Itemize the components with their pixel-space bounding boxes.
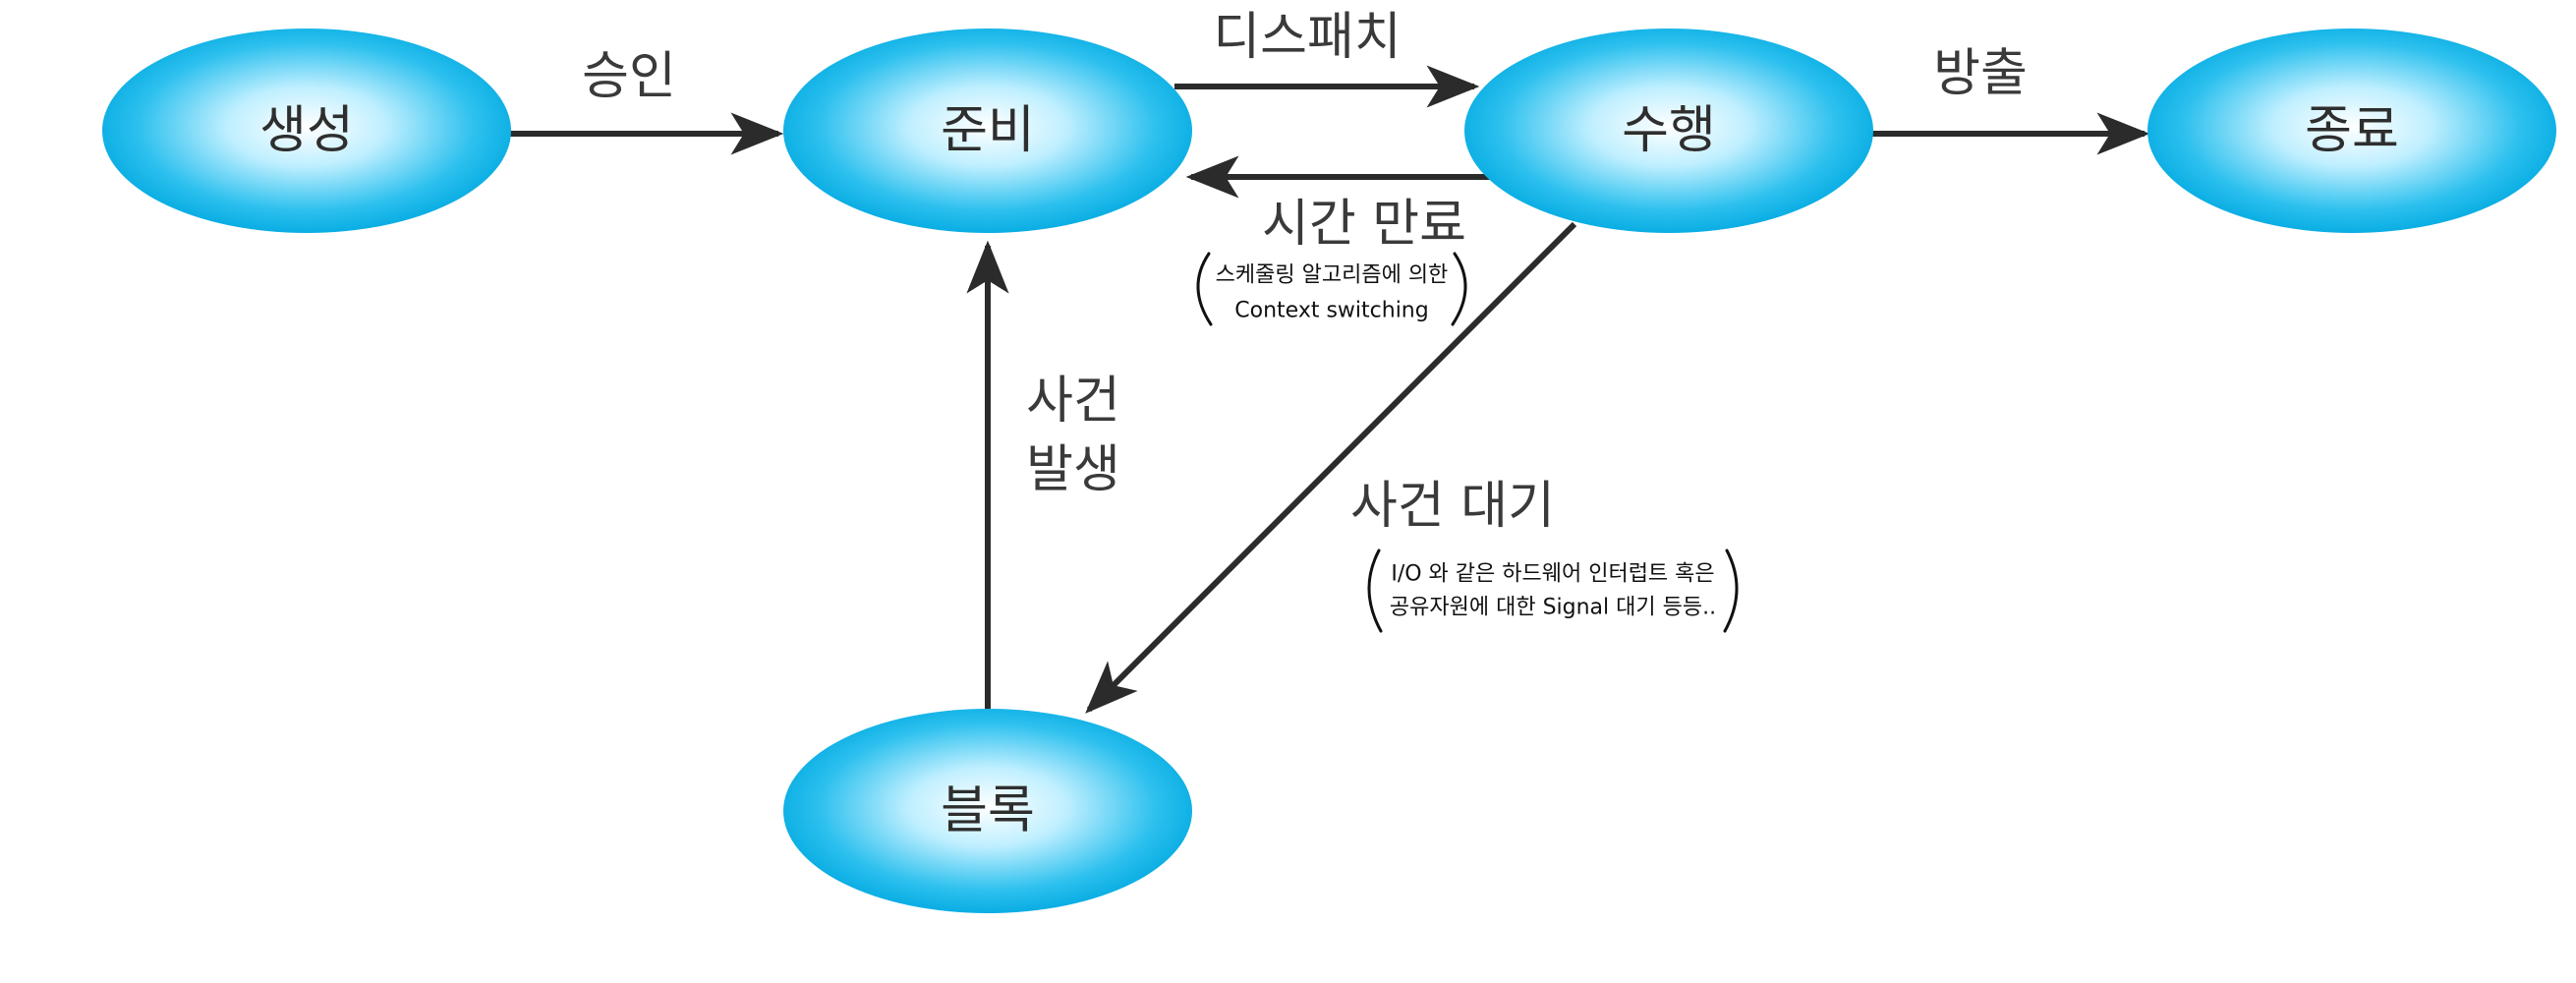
event-wait-note-line1: I/O 와 같은 하드웨어 인터럽트 혹은 bbox=[1391, 562, 1714, 587]
node-new-label: 생성 bbox=[259, 101, 354, 160]
node-terminated-label: 종료 bbox=[2305, 101, 2399, 160]
event-wait-note: I/O 와 같은 하드웨어 인터럽트 혹은 공유자원에 대한 Signal 대기… bbox=[1367, 549, 1739, 633]
node-running: 수행 bbox=[1464, 29, 1873, 233]
node-blocked: 블록 bbox=[783, 709, 1192, 913]
edge-label-dispatch: 디스패치 bbox=[1213, 8, 1401, 67]
edge-label-event-occurs-line2: 발생 bbox=[1026, 440, 1120, 499]
event-wait-note-line2: 공유자원에 대한 Signal 대기 등등.. bbox=[1390, 596, 1716, 620]
node-ready: 준비 bbox=[783, 29, 1192, 233]
arrow-event-wait bbox=[1085, 221, 1577, 714]
edge-label-timeout: 시간 만료 bbox=[1262, 195, 1466, 254]
edge-label-release: 방출 bbox=[1933, 44, 2028, 103]
node-blocked-label: 블록 bbox=[941, 781, 1035, 840]
timeout-note-left-paren bbox=[1196, 252, 1213, 326]
node-running-label: 수행 bbox=[1622, 101, 1716, 160]
node-terminated: 종료 bbox=[2147, 29, 2556, 233]
event-wait-note-right-paren bbox=[1723, 549, 1739, 633]
edge-label-event-wait: 사건 대기 bbox=[1350, 477, 1555, 536]
event-wait-note-left-paren bbox=[1367, 549, 1383, 633]
edge-label-admit: 승인 bbox=[582, 47, 676, 106]
timeout-note-line1: 스케줄링 알고리즘에 의한 bbox=[1216, 263, 1449, 288]
timeout-note: 스케줄링 알고리즘에 의한 Context switching bbox=[1196, 252, 1467, 326]
node-new: 생성 bbox=[102, 29, 511, 233]
edge-label-event-occurs-line1: 사건 bbox=[1026, 372, 1120, 431]
timeout-note-line2: Context switching bbox=[1234, 299, 1428, 323]
timeout-note-right-paren bbox=[1451, 252, 1467, 326]
node-ready-label: 준비 bbox=[941, 101, 1035, 160]
